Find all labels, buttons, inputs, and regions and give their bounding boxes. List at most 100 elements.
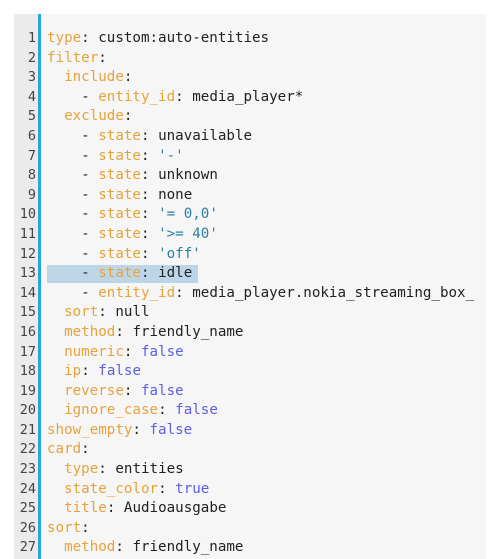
code-line[interactable]: 16 method: friendly_name bbox=[14, 323, 486, 343]
yaml-key: numeric bbox=[64, 343, 124, 360]
key-separator: : bbox=[123, 382, 141, 399]
key-separator: : bbox=[140, 225, 159, 242]
key-separator: : bbox=[158, 480, 176, 497]
code-text: - state: '-' bbox=[47, 147, 184, 167]
code-line[interactable]: 8 - state: unknown bbox=[14, 166, 486, 186]
code-line[interactable]: 18 ip: false bbox=[14, 362, 486, 382]
key-separator: : bbox=[175, 88, 193, 105]
code-text: - state: '>= 40' bbox=[47, 225, 218, 245]
code-line[interactable]: 24 state_color: true bbox=[14, 480, 486, 500]
yaml-value: media_player.nokia_streaming_box_ bbox=[192, 284, 475, 301]
code-line[interactable]: 9 - state: none bbox=[14, 186, 486, 206]
code-line[interactable]: 11 - state: '>= 40' bbox=[14, 225, 486, 245]
line-number: 5 bbox=[27, 108, 36, 125]
code-line[interactable]: 7 - state: '-' bbox=[14, 147, 486, 167]
code-text: sort: null bbox=[47, 303, 150, 323]
yaml-key: title bbox=[64, 500, 107, 517]
key-separator: : bbox=[81, 363, 99, 380]
yaml-key: state_color bbox=[64, 480, 159, 497]
line-number: 17 bbox=[19, 343, 36, 360]
yaml-key: state bbox=[98, 147, 141, 164]
yaml-value: entities bbox=[115, 461, 184, 478]
yaml-key: show_empty bbox=[47, 421, 133, 438]
code-line[interactable]: 4 - entity_id: media_player* bbox=[14, 88, 486, 108]
code-line[interactable]: 25 title: Audioausgabe bbox=[14, 499, 486, 519]
list-dash: - bbox=[81, 206, 99, 223]
line-number: 1 bbox=[27, 30, 36, 46]
code-line[interactable]: 23 type: entities bbox=[14, 460, 486, 480]
key-separator: : bbox=[81, 441, 90, 458]
code-line[interactable]: 21 show_empty: false bbox=[14, 421, 486, 441]
indent bbox=[47, 108, 64, 124]
code-line[interactable]: 13 - state: idle bbox=[14, 264, 486, 284]
yaml-key: state bbox=[98, 186, 141, 203]
code-line[interactable]: 10 - state: '= 0,0' bbox=[14, 205, 486, 225]
yaml-value: null bbox=[115, 304, 150, 321]
line-number: 21 bbox=[19, 421, 36, 438]
yaml-value: custom:auto-entities bbox=[98, 30, 270, 46]
line-number: 14 bbox=[19, 284, 36, 301]
yaml-key: sort bbox=[47, 519, 82, 536]
code-text: - entity_id: media_player* bbox=[47, 88, 303, 108]
code-line[interactable]: 5 exclude: bbox=[14, 107, 486, 127]
line-number: 4 bbox=[27, 88, 36, 105]
key-separator: : bbox=[140, 245, 159, 262]
indent bbox=[47, 167, 81, 183]
code-text: include: bbox=[47, 68, 132, 88]
code-text: sort: bbox=[47, 519, 90, 539]
code-line[interactable]: 15 sort: null bbox=[14, 303, 486, 323]
yaml-key: state bbox=[98, 245, 141, 262]
code-line[interactable]: 6 - state: unavailable bbox=[14, 127, 486, 147]
indent bbox=[47, 461, 64, 477]
code-line[interactable]: 14 - entity_id: media_player.nokia_strea… bbox=[14, 284, 486, 304]
key-separator: : bbox=[132, 421, 150, 438]
line-number: 11 bbox=[19, 225, 36, 242]
code-line[interactable]: 3 include: bbox=[14, 68, 486, 88]
key-separator: : bbox=[140, 206, 159, 223]
code-line[interactable]: 19 reverse: false bbox=[14, 382, 486, 402]
yaml-key: type bbox=[64, 461, 99, 478]
indent bbox=[47, 324, 64, 340]
indent bbox=[47, 402, 64, 418]
code-line[interactable]: 27 method: friendly_name bbox=[14, 538, 486, 558]
code-line[interactable]: 20 ignore_case: false bbox=[14, 401, 486, 421]
yaml-value: false bbox=[140, 343, 184, 360]
code-line[interactable]: 1 type: custom:auto-entities bbox=[14, 29, 486, 49]
list-dash: - bbox=[81, 265, 99, 282]
key-separator: : bbox=[140, 186, 159, 203]
line-number: 26 bbox=[19, 519, 36, 536]
list-dash: - bbox=[81, 147, 99, 164]
yaml-key: exclude bbox=[64, 108, 124, 125]
key-separator: : bbox=[123, 69, 133, 86]
yaml-value: friendly_name bbox=[132, 539, 244, 556]
yaml-key: state bbox=[98, 265, 141, 282]
line-number: 16 bbox=[19, 323, 36, 340]
yaml-key: state bbox=[98, 127, 141, 144]
code-text: type: custom:auto-entities bbox=[47, 29, 269, 49]
yaml-value: false bbox=[140, 382, 184, 399]
yaml-value: '>= 40' bbox=[158, 225, 218, 242]
indent bbox=[47, 500, 64, 516]
line-number: 20 bbox=[19, 402, 36, 419]
line-number: 6 bbox=[27, 127, 36, 144]
key-separator: : bbox=[140, 127, 159, 144]
indent bbox=[47, 206, 81, 222]
yaml-key: entity_id bbox=[98, 284, 176, 301]
line-number: 27 bbox=[19, 539, 36, 556]
key-separator: : bbox=[140, 265, 159, 282]
line-number: 8 bbox=[27, 167, 36, 184]
line-number: 23 bbox=[19, 461, 36, 478]
code-line[interactable]: 17 numeric: false bbox=[14, 343, 486, 363]
code-line[interactable]: 26 sort: bbox=[14, 519, 486, 539]
indent bbox=[47, 148, 81, 164]
code-text: exclude: bbox=[47, 107, 132, 127]
yaml-value: false bbox=[149, 421, 193, 438]
list-dash: - bbox=[81, 245, 99, 262]
indent bbox=[47, 187, 81, 203]
code-line[interactable]: 12 - state: 'off' bbox=[14, 245, 486, 265]
line-number: 18 bbox=[19, 363, 36, 380]
code-text: - state: 'off' bbox=[47, 245, 201, 265]
